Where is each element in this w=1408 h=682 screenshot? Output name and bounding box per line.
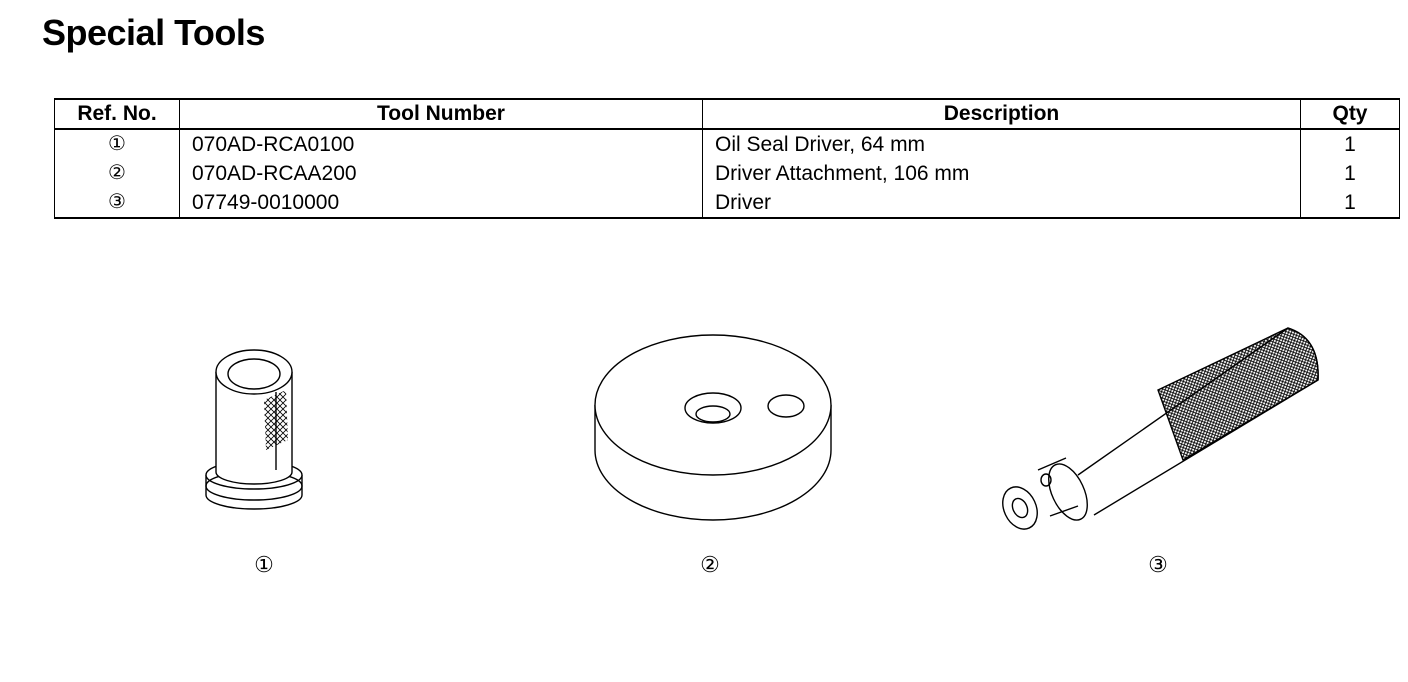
driver-handle-illustration bbox=[1002, 327, 1319, 530]
figure-caption-2: ② bbox=[700, 552, 720, 577]
special-tools-table: Ref. No. Tool Number Description Qty ① 0… bbox=[54, 98, 1400, 219]
table-row: ③ 07749-0010000 Driver 1 bbox=[54, 188, 1400, 219]
ref-cell: ② bbox=[54, 159, 180, 188]
description-cell: Driver bbox=[702, 188, 1301, 219]
table-row: ① 070AD-RCA0100 Oil Seal Driver, 64 mm 1 bbox=[54, 129, 1400, 159]
column-header-description: Description bbox=[702, 98, 1301, 130]
page-title: Special Tools bbox=[42, 12, 265, 53]
column-header-qty: Qty bbox=[1300, 98, 1400, 130]
table-row: ② 070AD-RCAA200 Driver Attachment, 106 m… bbox=[54, 159, 1400, 188]
description-cell: Oil Seal Driver, 64 mm bbox=[702, 129, 1301, 159]
qty-cell: 1 bbox=[1300, 159, 1400, 188]
qty-cell: 1 bbox=[1300, 188, 1400, 219]
tool-number-cell: 07749-0010000 bbox=[179, 188, 703, 219]
figure-caption-3: ③ bbox=[1148, 552, 1168, 577]
qty-cell: 1 bbox=[1300, 129, 1400, 159]
ref-cell: ③ bbox=[54, 188, 180, 219]
tool-number-cell: 070AD-RCAA200 bbox=[179, 159, 703, 188]
table-header-row: Ref. No. Tool Number Description Qty bbox=[54, 98, 1400, 130]
oil-seal-driver-illustration bbox=[205, 349, 303, 510]
column-header-tool-number: Tool Number bbox=[179, 98, 703, 130]
driver-attachment-illustration bbox=[594, 334, 832, 521]
tool-number-cell: 070AD-RCA0100 bbox=[179, 129, 703, 159]
column-header-ref: Ref. No. bbox=[54, 98, 180, 130]
description-cell: Driver Attachment, 106 mm bbox=[702, 159, 1301, 188]
figure-caption-1: ① bbox=[254, 552, 274, 577]
ref-cell: ① bbox=[54, 129, 180, 159]
